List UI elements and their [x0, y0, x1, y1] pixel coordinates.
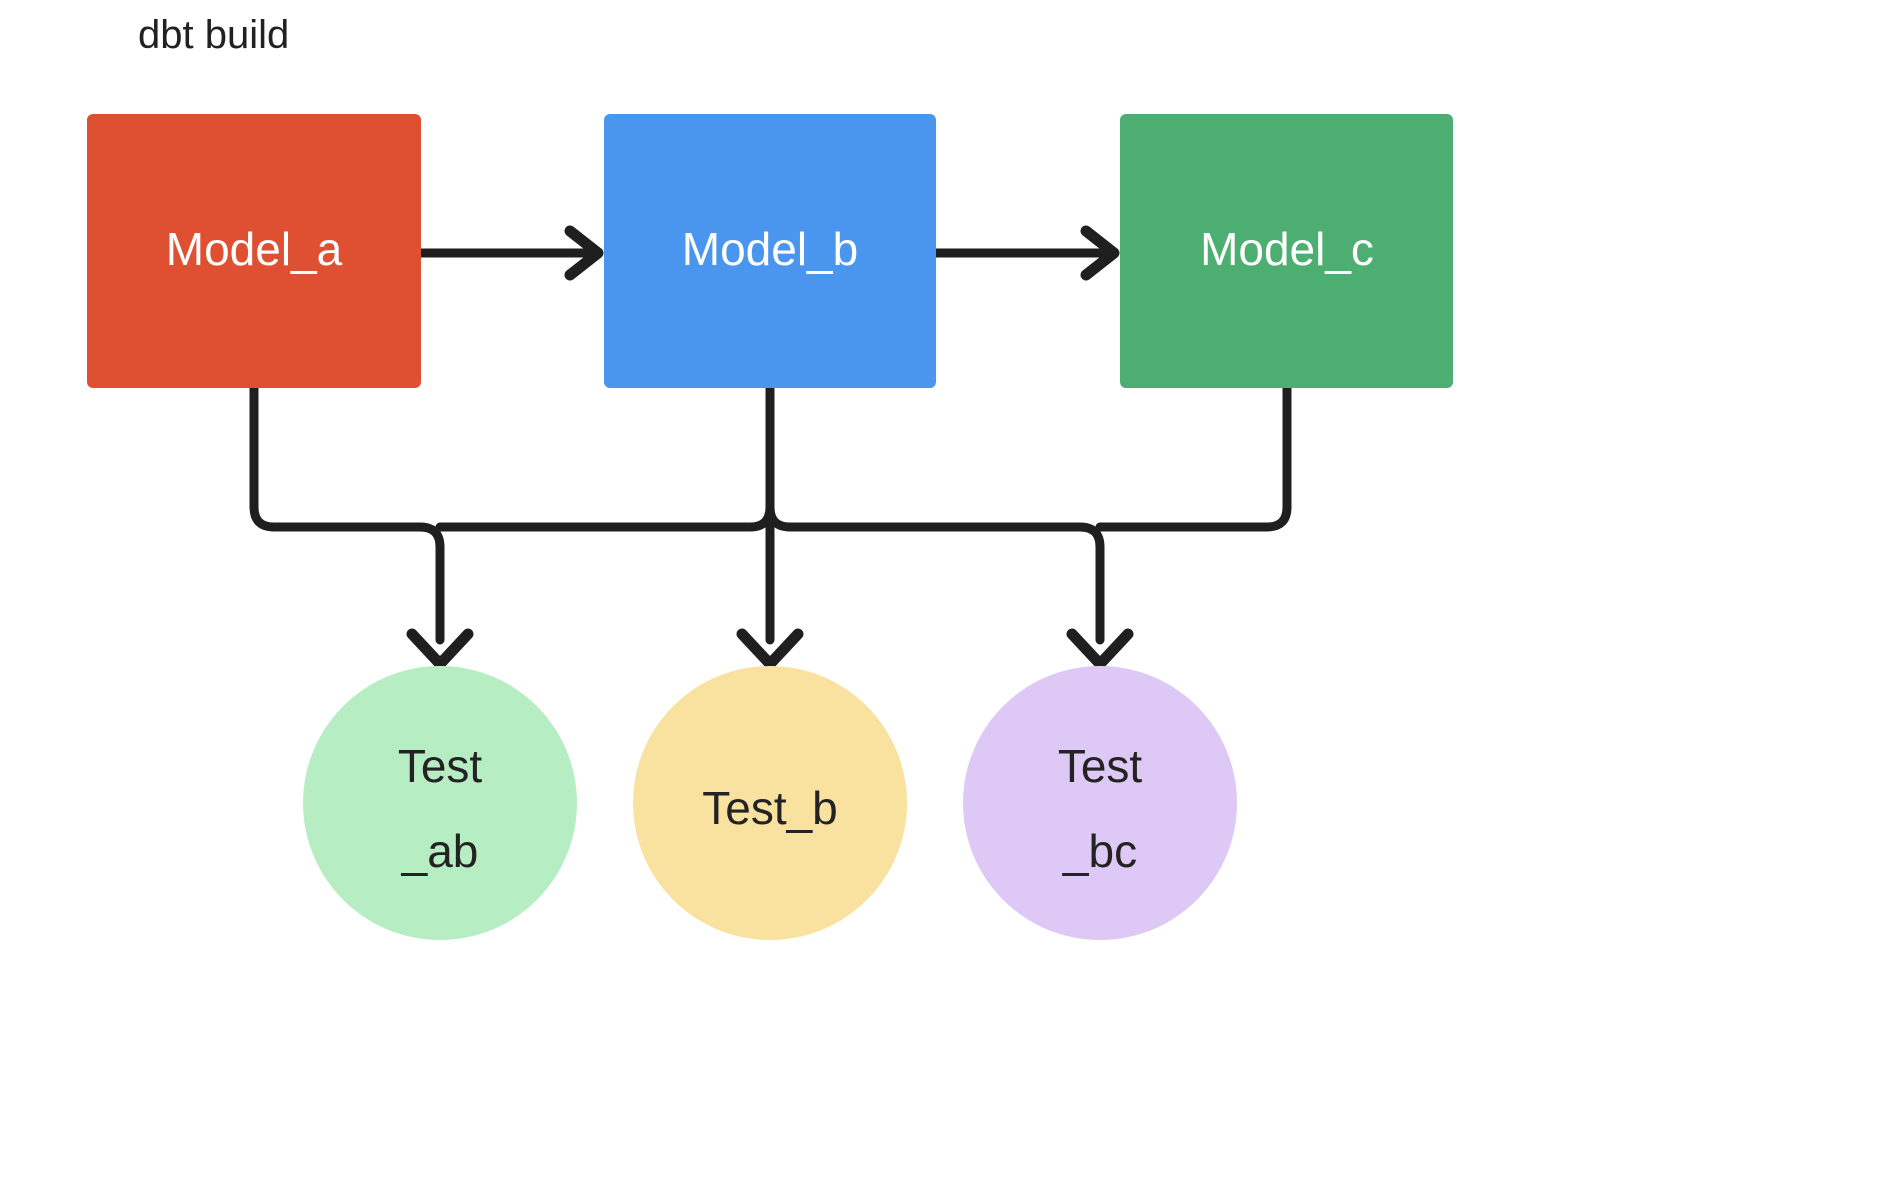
- edge-bus-left: [415, 502, 775, 552]
- node-label-line2: _bc: [1062, 825, 1137, 877]
- node-shape-circle[interactable]: [303, 666, 577, 940]
- edge-model-c-drop: [1115, 383, 1292, 532]
- node-test-b[interactable]: Test_b: [633, 666, 907, 940]
- node-test-ab[interactable]: Test _ab: [303, 666, 577, 940]
- node-model-c[interactable]: Model_c: [1120, 114, 1453, 388]
- edge-bus-right: [765, 502, 1105, 552]
- node-label-line1: Test: [398, 740, 483, 792]
- node-label: Model_c: [1200, 223, 1374, 275]
- edge-model-a-to-model-b: [416, 225, 604, 281]
- node-test-bc[interactable]: Test _bc: [963, 666, 1237, 940]
- node-label-line1: Test: [1058, 740, 1143, 792]
- arrowhead-icon: [564, 225, 604, 281]
- node-shape-rounded-rect[interactable]: [1120, 114, 1453, 388]
- node-label: Model_a: [166, 223, 343, 275]
- node-model-b[interactable]: Model_b: [604, 114, 936, 388]
- node-shape-circle[interactable]: [963, 666, 1237, 940]
- arrowhead-icon: [1066, 628, 1134, 670]
- node-label: Model_b: [682, 223, 858, 275]
- node-shape-circle[interactable]: [633, 666, 907, 940]
- node-model-a[interactable]: Model_a: [87, 114, 421, 388]
- edge-model-a-drop: [249, 383, 425, 532]
- edge-model-b-to-model-c: [931, 225, 1120, 281]
- page-title: dbt build: [138, 13, 289, 57]
- arrowhead-icon: [406, 628, 474, 670]
- arrowhead-icon: [736, 628, 804, 670]
- node-shape-rounded-rect[interactable]: [604, 114, 936, 388]
- arrowhead-icon: [1080, 225, 1120, 281]
- node-label-line2: _ab: [401, 825, 479, 877]
- node-label-line1: Test_b: [702, 782, 838, 834]
- node-shape-rounded-rect[interactable]: [87, 114, 421, 388]
- edge-group: [249, 225, 1292, 670]
